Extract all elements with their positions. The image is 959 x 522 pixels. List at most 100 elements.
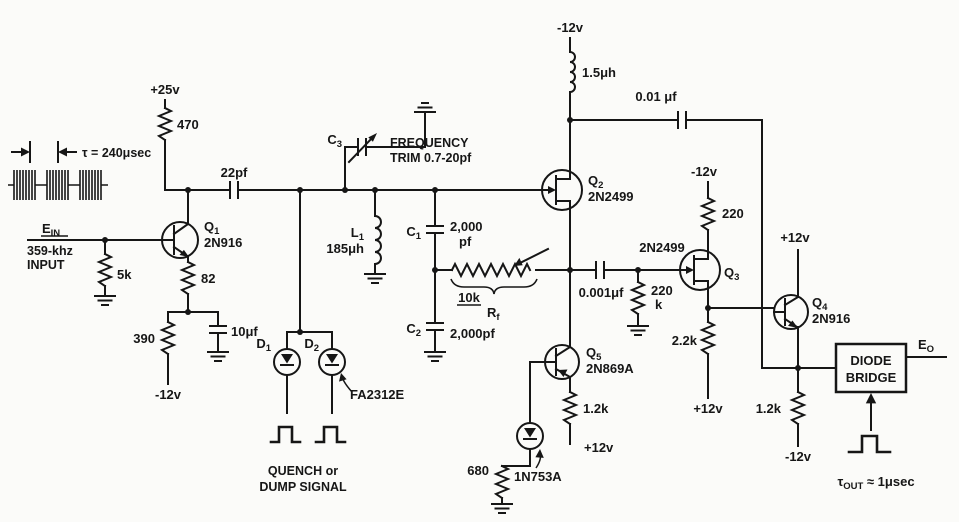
junction-dot [185, 187, 191, 193]
label-q3-ref: Q3 [724, 265, 739, 283]
junction-dot [342, 187, 348, 193]
label-plus12v-q5: +12v [584, 440, 614, 455]
gate-arrow-icon [548, 186, 556, 194]
trim-arrow-line [347, 135, 375, 164]
junction-dot [795, 365, 801, 371]
label-q2-ref: Q2 [588, 173, 603, 191]
label-c1-value: 2,000 [450, 219, 483, 234]
label-vee-12v: -12v [155, 387, 182, 402]
junction-dot [297, 329, 303, 335]
tank-circuit-section: C3 FREQUENCY TRIM 0.7-20pf L1 185μh C1 2… [237, 102, 571, 362]
label-tau-out: τOUT ≈ 1μsec [837, 474, 914, 492]
zener-1n753a-body [516, 422, 544, 450]
label-r220k-value: 220 [651, 283, 673, 298]
fa2312e-pointer-arrow-icon [339, 373, 347, 382]
resistor-220k [631, 281, 645, 315]
ground-icon [364, 273, 386, 284]
ground-icon [424, 351, 446, 362]
capacitor-c2-plates [426, 322, 444, 331]
wires [237, 111, 571, 353]
label-r1p2k-q5: 1.2k [583, 401, 609, 416]
label-c2-value: 2,000pf [450, 326, 495, 341]
dump-pulse-icon [314, 425, 347, 444]
ground-icon [414, 102, 436, 113]
wires [286, 189, 333, 414]
q1-amplifier-stage: +25v 470 22pf Q1 2N916 82 390 10μf -12v [133, 82, 258, 402]
resistor-82 [181, 261, 195, 295]
label-q4-ref: Q4 [812, 295, 828, 313]
emitter-arrow-icon [788, 320, 798, 328]
transistor-q4-body [773, 294, 809, 330]
label-q5-part: 2N869A [586, 361, 634, 376]
label-plus12v-q4: +12v [780, 230, 810, 245]
junction-dot [567, 117, 573, 123]
label-q2-part: 2N2499 [588, 189, 634, 204]
q2-oscillator-section: -12v 1.5μh Q2 2N2499 0.01 μf [541, 20, 837, 369]
label-quench-1: QUENCH or [268, 464, 338, 478]
resistor-2p2k [701, 321, 715, 355]
capacitor-22pf-plates [229, 181, 239, 199]
wires [164, 99, 231, 385]
diode-d1-triangle [281, 354, 293, 364]
label-r5k: 5k [117, 267, 132, 282]
ground-icon [94, 295, 116, 306]
label-d1-ref: D1 [256, 336, 271, 354]
junction-dots [102, 117, 801, 371]
label-q4-part: 2N916 [812, 311, 850, 326]
label-c3-ref: C3 [327, 132, 342, 150]
label-vcc-25v: +25v [150, 82, 180, 97]
emitter-arrow-icon [179, 249, 189, 257]
label-q1-part: 2N916 [204, 235, 242, 250]
q3-buffer-section: 2N2499 Q3 -12v 220 220 k 2.2k +12v [627, 164, 775, 416]
label-vdd-neg12-q3: -12v [691, 164, 718, 179]
label-c1-ref: C1 [406, 224, 421, 242]
junction-dot [185, 309, 191, 315]
wires [773, 249, 799, 447]
resistor-680 [495, 465, 509, 499]
label-c-001uf: 0.01 μf [635, 89, 677, 104]
label-r1p2k-q4: 1.2k [756, 401, 782, 416]
diode-d2-triangle [326, 354, 338, 364]
label-diode-part: FA2312E [350, 387, 405, 402]
label-trim-2: TRIM 0.7-20pf [390, 151, 472, 165]
diode-d1-body [273, 348, 301, 376]
label-r390: 390 [133, 331, 155, 346]
label-r82: 82 [201, 271, 215, 286]
rf-underbrace [450, 278, 538, 295]
zener-pointer-arrow-icon [535, 449, 544, 458]
wires [637, 181, 775, 399]
ground-icon [207, 351, 229, 362]
label-c1-unit: pf [459, 234, 472, 249]
q4-output-section: +12v Q4 2N916 1.2k -12v [756, 230, 851, 464]
resistor-470 [158, 107, 172, 141]
junction-dot [432, 187, 438, 193]
resistor-220 [701, 197, 715, 231]
resistor-1p2k-q5 [563, 391, 577, 425]
label-q3-part: 2N2499 [639, 240, 685, 255]
junction-dot [372, 187, 378, 193]
label-c-0001uf: 0.001μf [579, 285, 624, 300]
label-bridge-2: BRIDGE [846, 370, 897, 385]
label-pulse-width: τ = 240μsec [82, 146, 151, 160]
label-trim-1: FREQUENCY [390, 136, 469, 150]
rf-wiper-line [516, 247, 550, 266]
wires [501, 269, 681, 505]
quench-pulse-icon [269, 425, 302, 444]
gate-arrow-icon [686, 266, 694, 274]
resistor-390 [161, 321, 175, 355]
input-signal-section: τ = 240μsec EIN 359-khz INPUT 5k [8, 141, 163, 306]
resistor-rf-zigzag [450, 261, 532, 279]
junction-dot [705, 305, 711, 311]
label-input-freq: 359-khz [27, 244, 73, 258]
junction-dot [635, 267, 641, 273]
label-c10uf: 10μf [231, 324, 258, 339]
label-eo: EO [918, 337, 934, 355]
ground-icon [491, 503, 513, 514]
diode-bridge-output-section: DIODE BRIDGE EO τOUT ≈ 1μsec [834, 337, 947, 492]
label-r680: 680 [467, 463, 489, 478]
rf-burst-waveform [8, 170, 108, 200]
ground-icon [627, 325, 649, 336]
transistor-q1-leads [161, 222, 190, 258]
